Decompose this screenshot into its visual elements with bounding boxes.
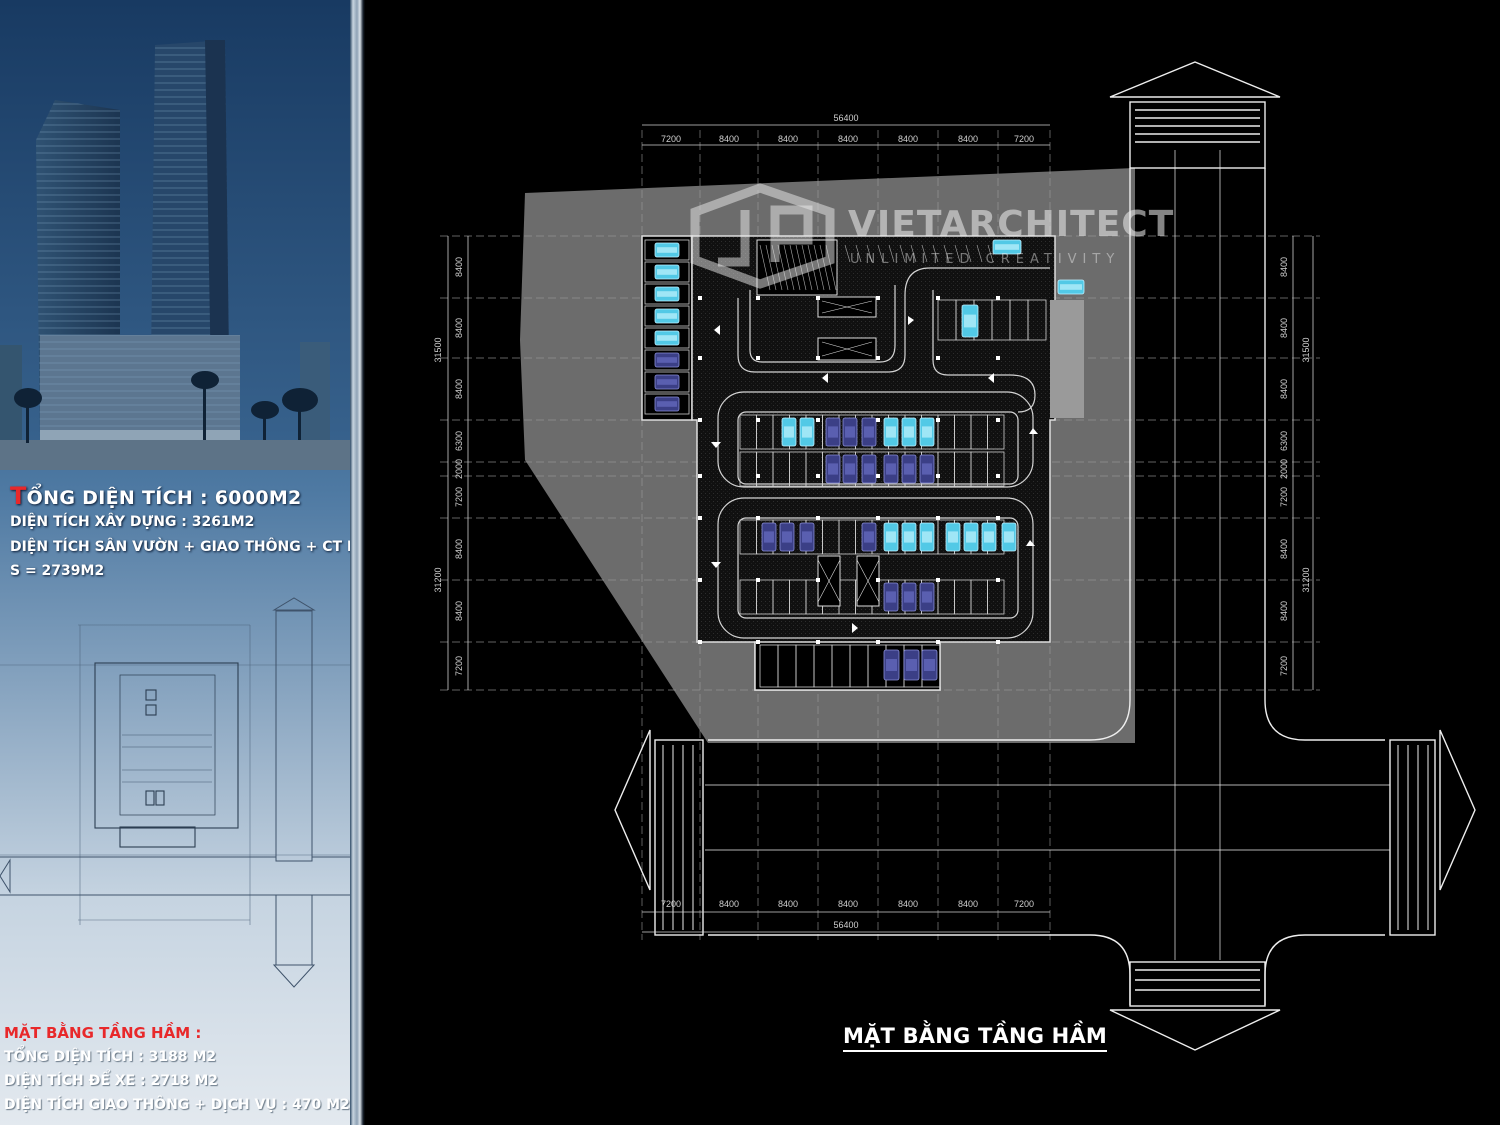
basement-parking-area: DIỆN TÍCH ĐỂ XE : 2718 M2 [4, 1073, 218, 1089]
plan-thumbnail [0, 597, 350, 988]
dim-bottom-span-3: 8400 [838, 899, 858, 909]
dim-right-span-1: 8400 [1279, 318, 1289, 338]
dim-left-span-4: 2000 [454, 459, 464, 479]
built-area: DIỆN TÍCH XÂY DỰNG : 3261M2 [10, 514, 255, 530]
dim-right-total-upper: 31500 [1301, 337, 1311, 362]
basement-plan-drawing: 7200 8400 8400 8400 8400 8400 7200 7200 8400 8400… [433, 61, 1476, 1051]
watermark-tagline: UNLIMITED CREATIVITY [850, 252, 1121, 267]
dim-bottom-span-4: 8400 [898, 899, 918, 909]
dim-top-span-3: 8400 [838, 134, 858, 144]
info-panel: TỔNG DIỆN TÍCH : 6000M2 DIỆN TÍCH XÂY DỰ… [0, 0, 350, 1125]
dim-left-span-6: 8400 [454, 539, 464, 559]
dim-left-span-5: 7200 [454, 487, 464, 507]
basement-total-area: TỔNG DIỆN TÍCH : 3188 M2 [4, 1049, 217, 1065]
dim-top-span-0: 7200 [661, 134, 681, 144]
plan-caption: MẶT BẰNG TẦNG HẦM [843, 1024, 1107, 1052]
dim-bottom-span-5: 8400 [958, 899, 978, 909]
dim-bottom-span-1: 8400 [719, 899, 739, 909]
dim-right-span-8: 7200 [1279, 656, 1289, 676]
dim-left-span-3: 6300 [454, 431, 464, 451]
dim-right-span-2: 8400 [1279, 379, 1289, 399]
dim-right-span-5: 7200 [1279, 487, 1289, 507]
total-site-area: TỔNG DIỆN TÍCH : 6000M2 [10, 482, 302, 510]
tower-rendering [0, 0, 350, 470]
garden-area: DIỆN TÍCH SÂN VƯỜN + GIAO THÔNG + CT PHỤ… [10, 539, 350, 555]
dim-bottom-span-2: 8400 [778, 899, 798, 909]
dim-bottom-span-0: 7200 [661, 899, 681, 909]
dim-top-span-5: 8400 [958, 134, 978, 144]
watermark-logo [690, 183, 835, 289]
dim-top-span-1: 8400 [719, 134, 739, 144]
dim-right-span-7: 8400 [1279, 601, 1289, 621]
dim-right-span-0: 8400 [1279, 257, 1289, 277]
dim-top-span-6: 7200 [1014, 134, 1034, 144]
dim-right-total-lower: 31200 [1301, 567, 1311, 592]
dim-top-span-4: 8400 [898, 134, 918, 144]
basement-traffic-area: DIỆN TÍCH GIAO THÔNG + DỊCH VỤ : 470 M2 [4, 1097, 350, 1113]
dim-left-span-2: 8400 [454, 379, 464, 399]
dim-bottom-span-6: 7200 [1014, 899, 1034, 909]
dim-right-span-6: 8400 [1279, 539, 1289, 559]
dim-top-total: 56400 [833, 113, 858, 123]
dim-right-span-4: 2000 [1279, 459, 1289, 479]
total-area-text: ỔNG DIỆN TÍCH : 6000M2 [26, 487, 302, 509]
basement-title: MẶT BẰNG TẦNG HẦM : [4, 1024, 202, 1042]
total-area-first-letter: T [10, 482, 27, 510]
dim-right-span-3: 6300 [1279, 431, 1289, 451]
dim-left-total-lower: 31200 [433, 567, 443, 592]
dim-left-span-1: 8400 [454, 318, 464, 338]
dim-left-span-8: 7200 [454, 656, 464, 676]
dim-top-span-2: 8400 [778, 134, 798, 144]
dim-bottom-total: 56400 [833, 920, 858, 930]
panel-divider [350, 0, 365, 1125]
dim-left-span-0: 8400 [454, 257, 464, 277]
watermark-name: VIETARCHITECT [848, 204, 1175, 245]
garden-area-value: S = 2739M2 [10, 563, 105, 579]
plan-drawing-panel: 7200 8400 8400 8400 8400 8400 7200 7200 8400 8400… [365, 0, 1500, 1125]
dim-left-span-7: 8400 [454, 601, 464, 621]
dim-left-total-upper: 31500 [433, 337, 443, 362]
